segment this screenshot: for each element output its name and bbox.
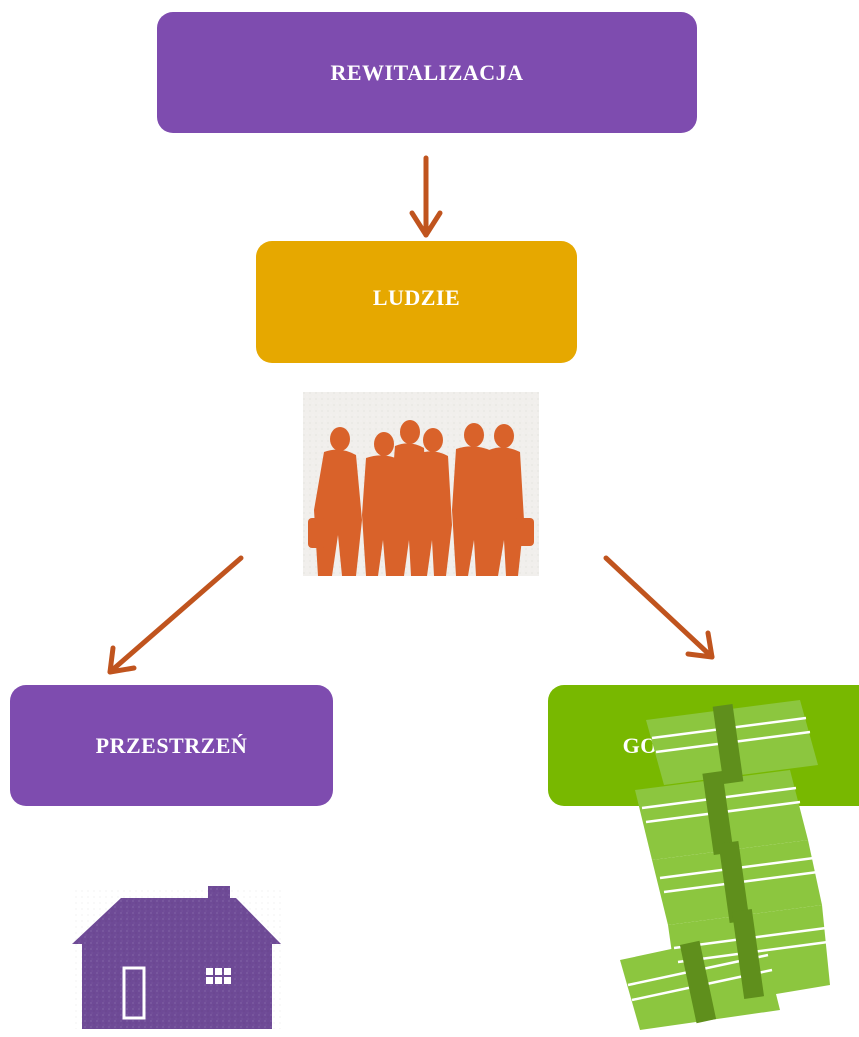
money-stack-icon	[620, 700, 830, 1030]
arrow-ludzie-gospodarka	[603, 555, 715, 660]
node-przestrzen: PRZESTRZEŃ	[10, 685, 333, 806]
node-ludzie: LUDZIE	[256, 241, 577, 363]
node-ludzie-label: LUDZIE	[372, 285, 461, 310]
node-przestrzen-label: PRZESTRZEŃ	[95, 732, 248, 758]
arrow-ludzie-przestrzen	[107, 555, 244, 675]
arrow-rewitalizacja-ludzie	[409, 155, 443, 238]
node-rewitalizacja: REWITALIZACJA	[157, 12, 697, 133]
people-group-icon	[303, 392, 539, 576]
house-icon	[72, 886, 281, 1029]
node-rewitalizacja-label: REWITALIZACJA	[330, 59, 524, 85]
